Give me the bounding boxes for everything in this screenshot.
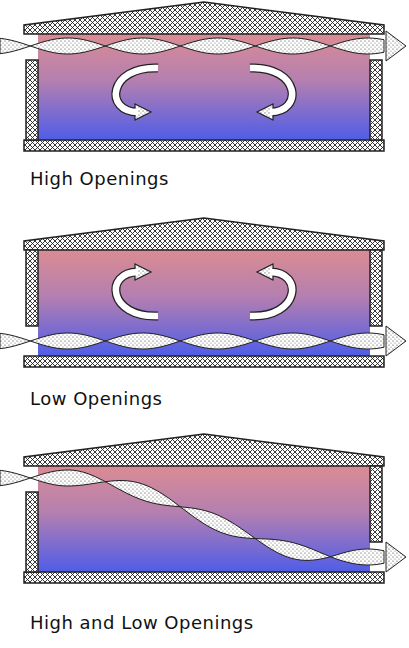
airflow-arrowhead bbox=[386, 542, 406, 572]
wall bbox=[370, 466, 382, 542]
roof bbox=[24, 434, 384, 466]
building-section bbox=[0, 434, 406, 583]
building-section bbox=[0, 218, 406, 367]
building-section bbox=[0, 2, 406, 151]
panel-label: High and Low Openings bbox=[30, 612, 254, 633]
roof bbox=[24, 2, 384, 34]
floor bbox=[24, 356, 384, 367]
floor bbox=[24, 140, 384, 151]
eddy-arrow-fill bbox=[250, 68, 292, 112]
eddy-arrow bbox=[116, 272, 158, 316]
panel-label: High Openings bbox=[30, 168, 169, 189]
wall bbox=[26, 492, 38, 572]
eddy-arrow bbox=[250, 272, 292, 316]
eddy-arrow bbox=[116, 68, 158, 112]
panel-label: Low Openings bbox=[30, 388, 162, 409]
wall bbox=[26, 250, 38, 326]
eddy-arrow bbox=[250, 68, 292, 112]
eddy-arrow-fill bbox=[116, 68, 158, 112]
wall bbox=[370, 60, 382, 140]
airflow-ribbon bbox=[0, 38, 384, 54]
floor bbox=[24, 572, 384, 583]
wall bbox=[370, 250, 382, 326]
eddy-arrow-fill bbox=[250, 272, 292, 316]
airflow-arrowhead bbox=[386, 326, 406, 356]
wall bbox=[26, 60, 38, 140]
airflow-ribbon bbox=[0, 470, 384, 565]
eddy-arrow-fill bbox=[116, 272, 158, 316]
roof bbox=[24, 218, 384, 250]
airflow-arrowhead bbox=[386, 31, 406, 61]
airflow-ribbon bbox=[0, 333, 384, 349]
